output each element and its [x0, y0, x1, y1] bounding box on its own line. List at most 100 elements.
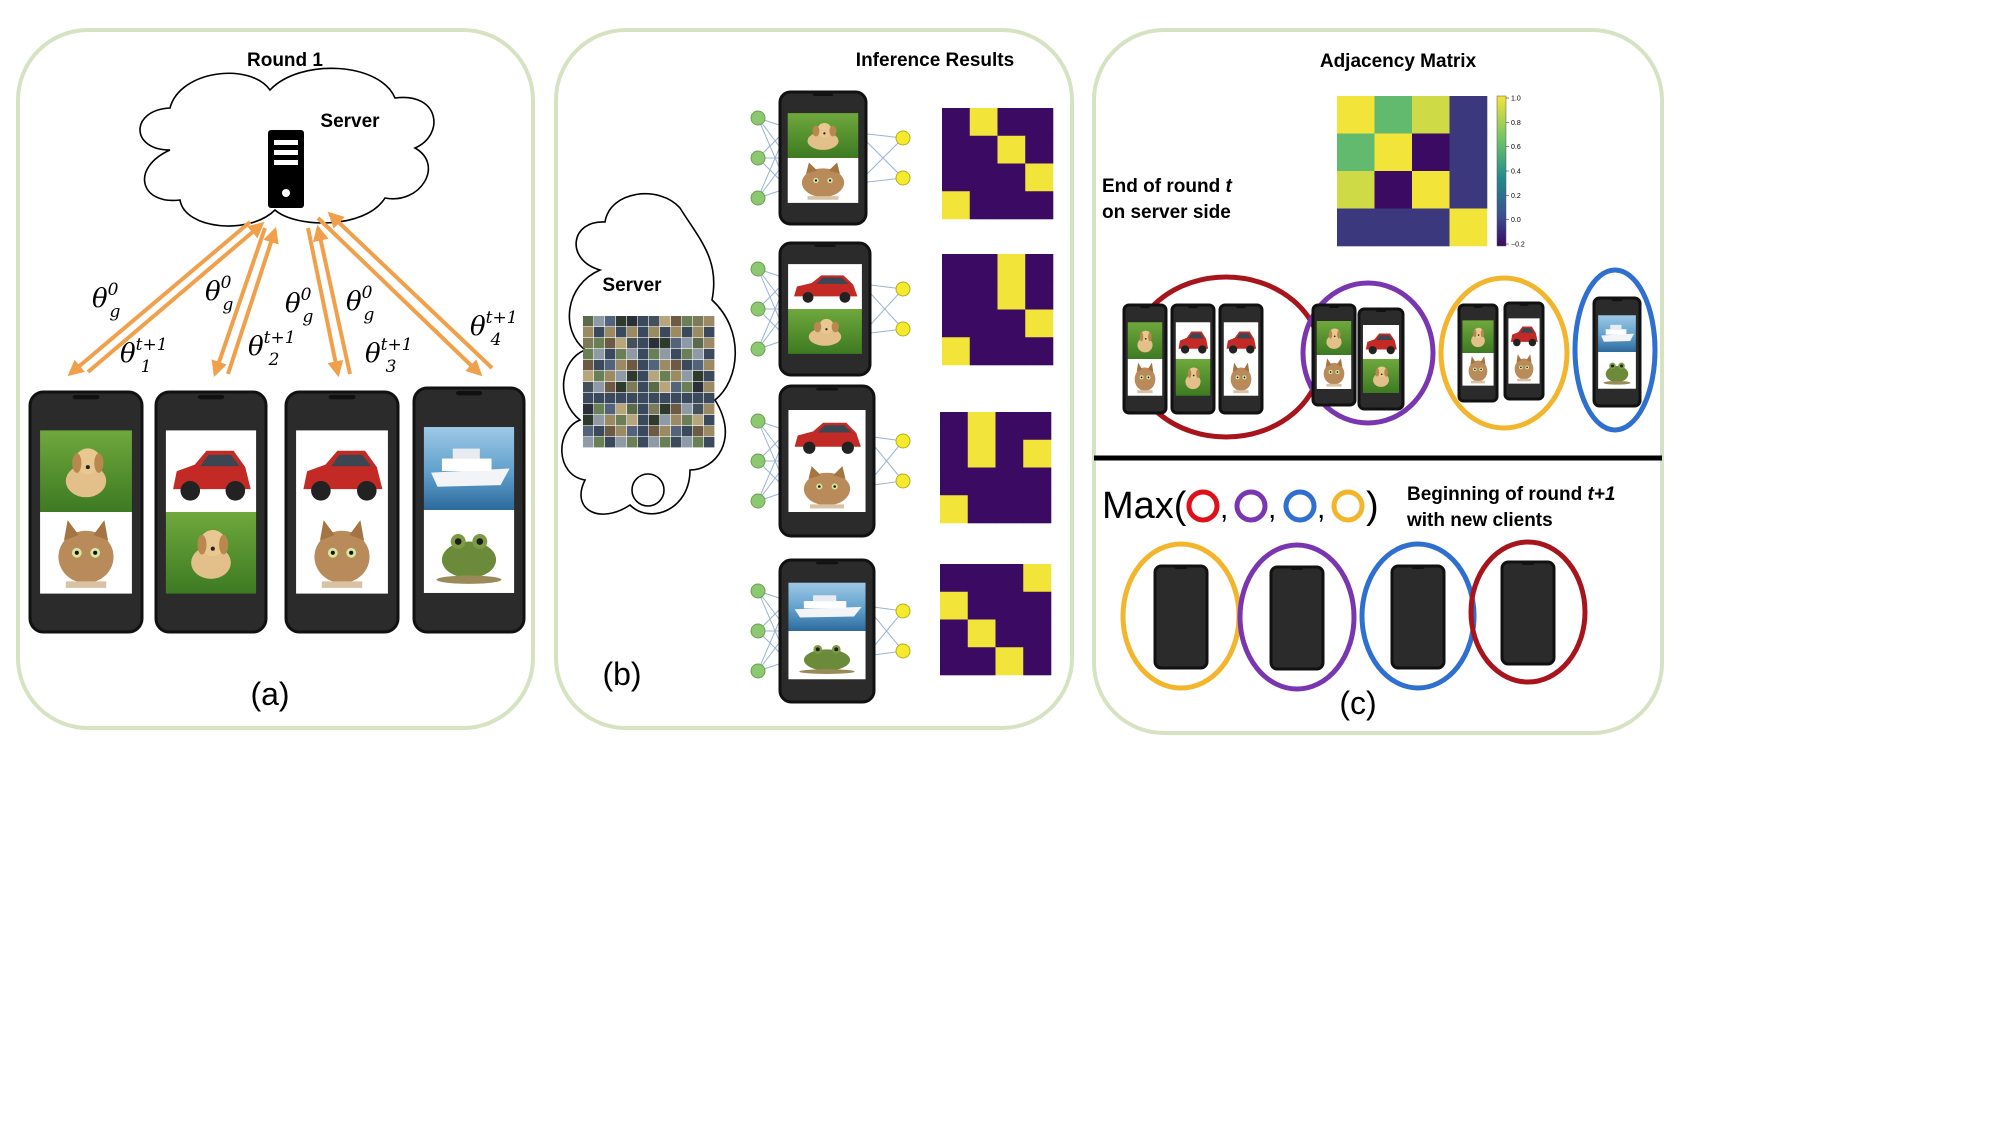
matrix-cell	[940, 564, 969, 593]
matrix-cell	[940, 412, 969, 441]
heatmap-cell	[1412, 208, 1450, 247]
dataset-thumbnail	[671, 415, 682, 426]
dataset-thumbnail	[693, 426, 704, 437]
matrix-cell	[942, 309, 971, 338]
colorbar-tick-label: 0.8	[1511, 120, 1521, 127]
dataset-thumbnail	[638, 426, 649, 437]
adjacency-heatmap	[1337, 96, 1488, 247]
colorbar-tick-label: 0.6	[1511, 144, 1521, 151]
dataset-thumbnail	[693, 316, 704, 327]
dataset-thumbnail	[605, 426, 616, 437]
heatmap-cell	[1374, 96, 1413, 134]
panel-a-caption: (a)	[250, 676, 289, 712]
ship-photo	[788, 582, 866, 631]
dataset-thumbnail	[594, 426, 605, 437]
car-photo	[788, 264, 862, 309]
car-photo	[1175, 322, 1211, 359]
dataset-thumbnail	[594, 371, 605, 382]
dataset-thumbnail	[704, 338, 715, 349]
cluster-phone	[1503, 301, 1545, 401]
dataset-thumbnail	[594, 437, 605, 448]
dataset-thumbnail	[649, 327, 660, 338]
cat-photo	[1127, 359, 1163, 396]
dataset-thumbnail	[704, 415, 715, 426]
dataset-thumbnail	[594, 327, 605, 338]
dataset-thumbnail	[627, 371, 638, 382]
dataset-thumbnail	[583, 349, 594, 360]
dataset-thumbnail	[638, 393, 649, 404]
prediction-matrix-4	[940, 564, 1052, 676]
heatmap-cell	[1337, 208, 1375, 247]
colorbar-tick-label: 0.4	[1511, 169, 1521, 176]
dataset-thumbnail	[627, 338, 638, 349]
heatmap-cell	[1374, 133, 1413, 172]
dataset-thumbnail	[594, 360, 605, 371]
cluster-4	[1572, 267, 1658, 433]
matrix-cell	[969, 191, 998, 220]
matrix-cell	[1025, 337, 1054, 366]
dog-photo	[1175, 359, 1211, 396]
matrix-cell	[942, 281, 971, 310]
matrix-cell	[997, 281, 1026, 310]
dataset-thumbnail	[704, 327, 715, 338]
dog-photo	[787, 113, 859, 158]
dataset-thumbnail	[693, 371, 704, 382]
matrix-cell	[997, 191, 1026, 220]
matrix-cell	[995, 619, 1024, 648]
max-close: )	[1366, 485, 1379, 527]
new-clients	[1120, 539, 1588, 692]
dataset-thumbnail	[660, 349, 671, 360]
begin-round-label-2: with new clients	[1406, 510, 1553, 531]
matrix-cell	[1025, 254, 1054, 283]
server-label-b: Server	[602, 275, 662, 296]
heatmap-cell	[1449, 208, 1488, 247]
max-circle	[1234, 489, 1268, 523]
dataset-thumbnail	[649, 360, 660, 371]
dataset-thumbnail	[682, 349, 693, 360]
dataset-thumbnail	[616, 371, 627, 382]
max-label: Max(	[1102, 485, 1187, 527]
dataset-thumbnail	[627, 327, 638, 338]
cat-photo	[1508, 351, 1540, 384]
heatmap-cell	[1337, 133, 1375, 172]
dataset-thumbnail	[660, 327, 671, 338]
dataset-thumbnail	[649, 382, 660, 393]
cluster-phone	[1170, 303, 1216, 415]
output-node	[895, 170, 911, 186]
matrix-cell	[967, 619, 996, 648]
cat-photo	[1223, 359, 1259, 396]
dataset-thumbnail	[583, 382, 594, 393]
new-client-ring	[1359, 541, 1477, 691]
dataset-thumbnail	[649, 349, 660, 360]
heatmap-cell	[1449, 171, 1488, 209]
max-comma: ,	[1220, 492, 1228, 525]
dataset-thumbnail	[649, 371, 660, 382]
panel-a-title: Round 1	[247, 50, 323, 71]
dataset-thumbnail	[583, 437, 594, 448]
dataset-thumbnail	[693, 393, 704, 404]
panel-c: Adjacency Matrix End of round t on serve…	[1092, 28, 1664, 735]
dataset-thumbnail	[693, 415, 704, 426]
dataset-thumbnail	[616, 349, 627, 360]
dataset-thumbnail	[682, 393, 693, 404]
dataset-thumbnail	[660, 415, 671, 426]
output-node	[895, 643, 911, 659]
dataset-thumbnail	[649, 393, 660, 404]
matrix-cell	[942, 337, 971, 366]
dataset-thumbnail	[682, 371, 693, 382]
colorbar-tick-label: 0.0	[1511, 217, 1521, 224]
dataset-thumbnail	[638, 338, 649, 349]
server-icon	[268, 130, 304, 208]
input-node	[750, 301, 766, 317]
matrix-cell	[1025, 191, 1054, 220]
matrix-cell	[995, 647, 1024, 676]
client-phone-3	[284, 390, 400, 634]
ship-photo	[423, 427, 515, 510]
matrix-cell	[967, 591, 996, 620]
dataset-thumbnail	[649, 338, 660, 349]
cat-photo	[1316, 355, 1352, 389]
dataset-thumbnail	[583, 316, 594, 327]
